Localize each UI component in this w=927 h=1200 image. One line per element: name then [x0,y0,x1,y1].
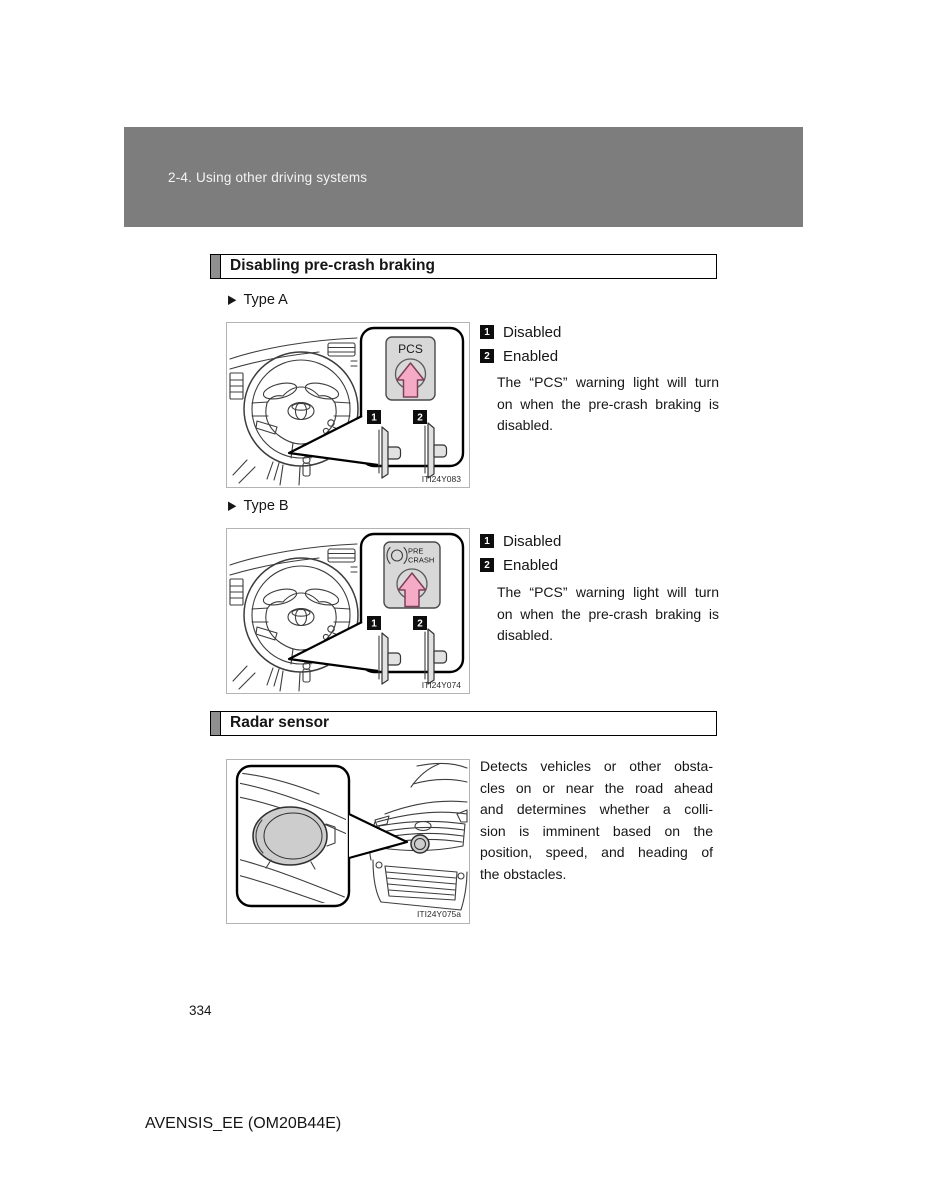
figure-type-a: PCS 1 2 ITI24Y083 [226,322,470,488]
section-title: Radar sensor [230,714,330,731]
note-line: disabled. [497,627,554,643]
type-a-note: The “PCS” warning light will turn on whe… [497,372,719,437]
callout-pointer [287,415,379,467]
list-item-label: Enabled [503,347,559,365]
note-line: on when the pre-crash braking is [497,395,719,412]
type-a-legend-list: 1 Disabled 2 Enabled [480,320,561,368]
figure-type-b: PRE CRASH 1 2 ITI24Y074 [226,528,470,694]
section-title: Disabling pre-crash braking [230,257,435,274]
radar-sensor-closeup [252,806,336,870]
chapter-header-band: 2-4. Using other driving systems [124,127,803,227]
chapter-title: 2-4. Using other driving systems [168,169,368,185]
section-heading-disabling: Disabling pre-crash braking [210,254,717,279]
press-arrow-icon [397,572,427,608]
radar-body-text: Detects vehicles or other obsta- cles on… [480,756,713,885]
body-line: sion is imminent based on the [480,822,713,839]
marker-1-number: 1 [371,413,377,424]
marker-2-number: 2 [417,619,423,630]
list-item: 2 Enabled [480,344,561,368]
type-a-label: Type A [243,292,288,308]
triangle-right-icon: ▶ [228,498,237,513]
toyota-emblem-icon [287,607,315,627]
switch-position-2 [424,422,448,479]
heading-accent-bar [211,712,221,735]
marker-1-square [367,410,381,424]
note-line: on when the pre-crash braking is [497,605,719,622]
figure-code: ITI24Y074 [422,680,461,690]
body-line: the obstacles. [480,865,567,882]
marker-2-square [413,616,427,630]
steering-wheel [243,557,359,673]
marker-1-badge: 1 [480,325,494,339]
type-a-illustration: PCS 1 2 ITI24Y083 [229,326,465,486]
pcs-button-label: PCS [398,342,423,356]
marker-2-square [413,410,427,424]
figure-code: ITI24Y083 [422,474,461,484]
marker-2-badge: 2 [480,558,494,572]
type-b-label-row: ▶ Type B [228,498,289,514]
type-b-note: The “PCS” warning light will turn on whe… [497,582,719,647]
body-line: Detects vehicles or other obsta- [480,758,713,774]
pre-crash-label-line2: CRASH [408,556,434,565]
list-item: 1 Disabled [480,320,561,344]
switch-position-2 [424,628,448,685]
dashboard-sketch [229,543,358,692]
toyota-emblem-icon [414,820,432,832]
callout-pointer [287,621,379,673]
note-line: The “PCS” warning light will turn [497,374,719,390]
triangle-right-icon: ▶ [228,292,237,307]
list-item-label: Enabled [503,556,559,574]
toyota-emblem-icon [287,401,315,421]
page-number: 334 [189,1003,212,1018]
list-item: 1 Disabled [480,529,561,553]
radar-sensor-on-car [410,834,430,854]
marker-1-square [367,616,381,630]
section-heading-radar: Radar sensor [210,711,717,736]
note-line: The “PCS” warning light will turn [497,584,719,600]
marker-1-number: 1 [371,619,377,630]
type-b-legend-list: 1 Disabled 2 Enabled [480,529,561,577]
dashboard-sketch [229,337,358,486]
figure-code: ITI24Y075a [417,909,461,919]
figure-radar-sensor: ITI24Y075a [226,759,470,924]
body-line: and determines whether a colli- [480,801,713,817]
radar-illustration: ITI24Y075a [235,762,468,919]
marker-2-badge: 2 [480,349,494,363]
body-line: cles on or near the road ahead [480,779,713,796]
type-b-illustration: PRE CRASH 1 2 ITI24Y074 [229,532,465,692]
brake-warning-icon [386,546,408,565]
pre-crash-label-line1: PRE [408,547,423,556]
list-item-label: Disabled [503,323,562,341]
note-line: disabled. [497,417,554,433]
type-b-label: Type B [243,498,289,514]
type-a-label-row: ▶ Type A [228,292,288,308]
list-item-label: Disabled [503,532,562,550]
press-arrow-icon [396,362,425,398]
callout-pointer [348,813,409,860]
marker-1-badge: 1 [480,534,494,548]
switch-position-1 [378,426,402,479]
switch-position-1 [378,632,402,685]
body-line: position, speed, and heading of [480,844,713,860]
car-front-sketch [369,762,468,911]
list-item: 2 Enabled [480,553,561,577]
heading-accent-bar [211,255,221,278]
document-code: AVENSIS_EE (OM20B44E) [145,1115,342,1132]
marker-2-number: 2 [417,413,423,424]
